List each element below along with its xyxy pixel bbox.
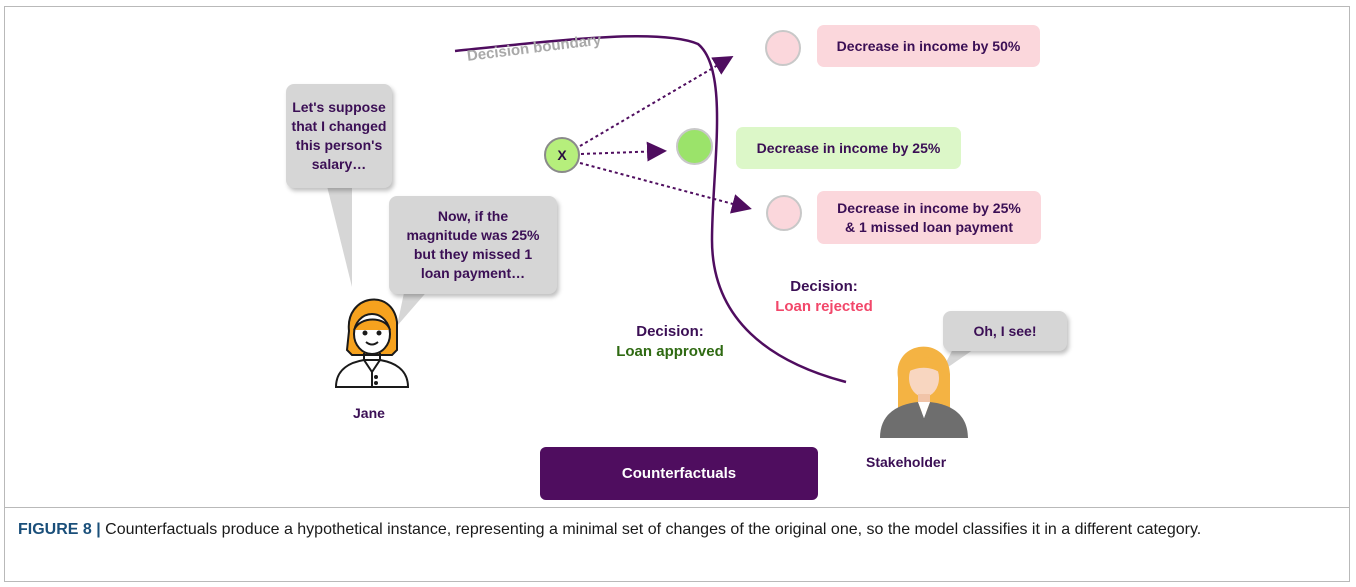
stakeholder-name: Stakeholder: [866, 454, 947, 470]
figure-caption-text: Counterfactuals produce a hypothetical i…: [100, 521, 1202, 538]
outcome-box-3: Decrease in income by 25% & 1 missed loa…: [817, 191, 1041, 244]
figure-caption: FIGURE 8 | Counterfactuals produce a hyp…: [18, 518, 1338, 541]
outcome-circle-2: [676, 128, 713, 165]
decision-boundary-line: [454, 35, 847, 384]
bubble-tail-jane-2: [397, 288, 430, 326]
arrow-to-outcome-3: [579, 162, 752, 214]
decision-approved-value: Loan approved: [616, 343, 724, 360]
decision-rejected-title: Decision:: [790, 278, 858, 295]
outcome-box-2: Decrease in income by 25%: [736, 127, 961, 169]
original-instance-node: X: [544, 137, 580, 173]
speech-bubble-stakeholder: Oh, I see!: [943, 311, 1067, 351]
decision-approved: Decision: Loan approved: [600, 322, 740, 362]
arrow-to-outcome-1: [579, 55, 734, 147]
decision-rejected-value: Loan rejected: [775, 298, 873, 315]
speech-bubble-jane-first: Let's suppose that I changed this person…: [286, 84, 392, 188]
jane-name: Jane: [353, 405, 385, 421]
figure-caption-label: FIGURE 8 |: [18, 521, 101, 538]
decision-approved-title: Decision:: [636, 323, 704, 340]
outcome-box-1: Decrease in income by 50%: [817, 25, 1040, 67]
figure-frame: [4, 6, 1350, 582]
bubble-tail-jane-1: [325, 178, 352, 287]
speech-bubble-jane-second: Now, if the magnitude was 25% but they m…: [389, 196, 557, 294]
bubble-tail-stakeholder: [941, 345, 980, 372]
outcome-circle-1: [765, 30, 801, 66]
counterfactuals-label-box: Counterfactuals: [540, 447, 818, 500]
stakeholder-icon: [880, 346, 968, 438]
outcome-circle-3: [766, 195, 802, 231]
arrow-to-outcome-2: [580, 141, 667, 162]
jane-icon: [334, 298, 410, 388]
decision-rejected: Decision: Loan rejected: [754, 277, 894, 317]
caption-divider: [5, 507, 1349, 508]
